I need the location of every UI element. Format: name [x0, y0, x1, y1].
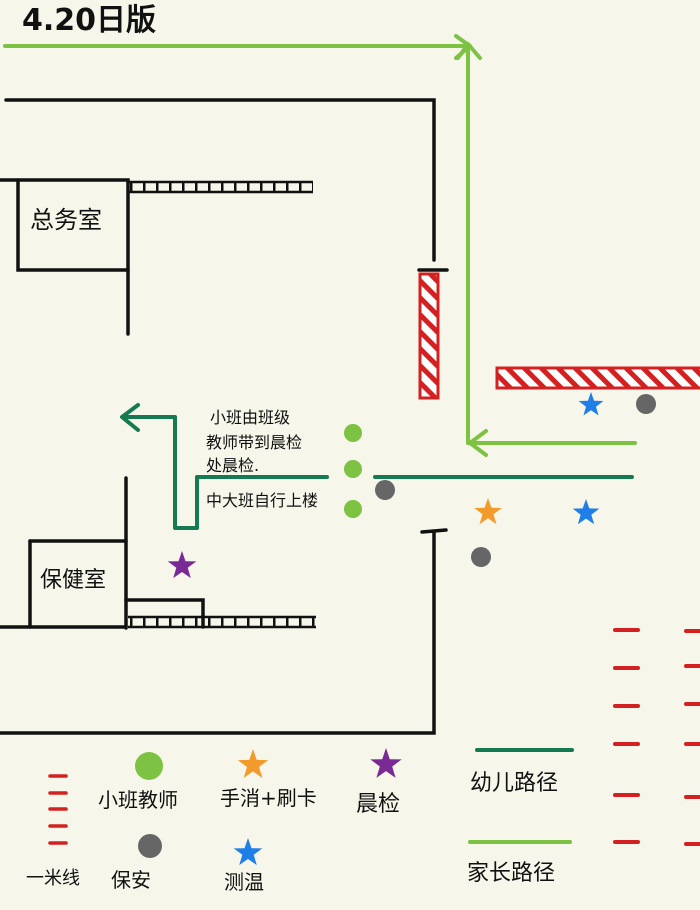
one-meter-barrier-horizontal	[495, 366, 700, 390]
security-marker	[636, 394, 656, 414]
annotation-line-3: 处晨检.	[206, 456, 259, 475]
legend-teacher: 小班教师	[98, 752, 178, 812]
legend-label-handwash: 手消+刷卡	[220, 786, 317, 810]
legend-handwash: 手消+刷卡	[220, 749, 317, 810]
teacher-marker	[344, 424, 362, 442]
legend-label-security: 保安	[111, 868, 151, 892]
legend-label-teacher: 小班教师	[98, 788, 178, 812]
one-meter-dashes	[613, 628, 700, 846]
legend-one-meter: 一米线	[26, 774, 80, 889]
teacher-icon	[135, 752, 163, 780]
legend-label-one-meter: 一米线	[26, 868, 80, 889]
legend-morning-check: 晨检	[356, 748, 402, 817]
walls	[0, 98, 449, 735]
legend-parent-path: 家长路径	[467, 840, 572, 886]
teacher-marker	[344, 500, 362, 518]
one-meter-barrier-vertical	[418, 272, 440, 400]
morning-check-star-icon	[370, 748, 402, 778]
security-marker	[471, 547, 491, 567]
security-marker	[375, 480, 395, 500]
handwash-star-icon	[237, 749, 269, 778]
legend-label-child-path: 幼儿路径	[470, 771, 558, 796]
legend-label-morning-check: 晨检	[356, 792, 400, 817]
room-health: 保健室	[40, 568, 106, 593]
page-title: 4.20日版	[22, 3, 156, 38]
legend: 一米线 小班教师 保安 手消+刷卡 测温 晨检 幼儿路径	[26, 748, 574, 894]
security-icon	[138, 834, 162, 858]
annotation-line-1: 小班由班级	[210, 408, 290, 427]
legend-label-temperature: 测温	[224, 870, 264, 894]
temperature-star	[572, 499, 600, 525]
legend-child-path: 幼儿路径	[470, 748, 574, 796]
annotation-line-2: 教师带到晨检	[206, 433, 302, 452]
map-markers	[167, 392, 656, 579]
annotation-line-4: 中大班自行上楼	[206, 491, 318, 510]
parent-path	[3, 34, 637, 457]
legend-temperature: 测温	[224, 838, 264, 894]
room-general-affairs: 总务室	[30, 206, 102, 234]
room-label-health: 保健室	[40, 568, 106, 593]
child-path	[120, 403, 634, 530]
morning-check-star	[167, 551, 197, 579]
room-label-general-affairs: 总务室	[30, 206, 102, 234]
stairs-bottom	[128, 615, 316, 629]
legend-security: 保安	[111, 834, 162, 892]
legend-label-parent-path: 家长路径	[467, 861, 555, 886]
annotation: 小班由班级 教师带到晨检 处晨检. 中大班自行上楼	[206, 408, 318, 510]
handwash-star	[474, 498, 502, 525]
stairs-top	[128, 180, 313, 194]
temperature-star	[578, 392, 604, 416]
one-meter-icon	[48, 774, 68, 845]
temperature-star-icon	[233, 838, 263, 866]
teacher-marker	[344, 460, 362, 478]
